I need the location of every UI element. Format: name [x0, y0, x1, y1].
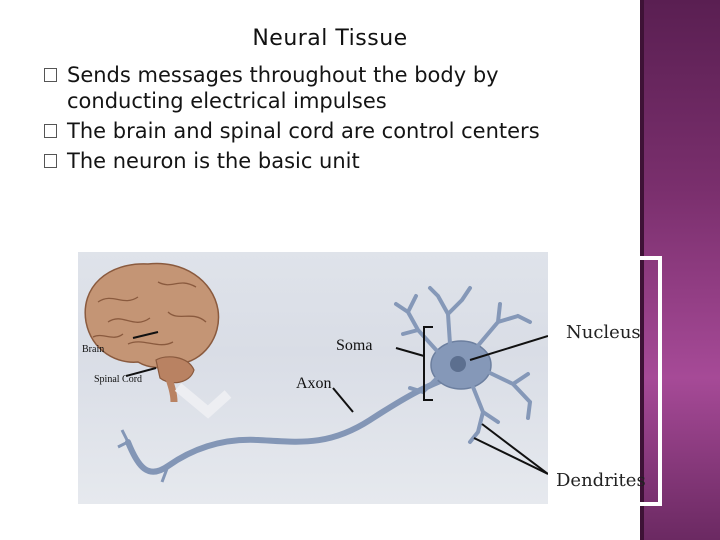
bullet-text: The brain and spinal cord are control ce…: [67, 119, 540, 143]
bullet-text-continued: conducting electrical impulses: [67, 89, 387, 113]
bullet-text: The neuron is the basic unit: [67, 149, 360, 173]
spinal-cord-label: Spinal Cord: [94, 374, 142, 385]
bullet-item: The neuron is the basic unit: [44, 148, 624, 174]
bullet-box-icon: [44, 124, 57, 138]
bullet-item: The brain and spinal cord are control ce…: [44, 118, 624, 144]
axon-path: [125, 367, 476, 475]
bullet-box-icon: [44, 154, 57, 168]
brain-illustration: [84, 262, 220, 403]
decorative-bracket: [622, 256, 662, 506]
bullet-list: Sends messages throughout the body by co…: [44, 62, 624, 178]
bullet-text: Sends messages throughout the body by: [67, 63, 499, 87]
bullet-item: Sends messages throughout the body by co…: [44, 62, 624, 114]
axon-label: Axon: [296, 375, 332, 392]
brain-label: Brain: [82, 344, 104, 355]
slide-title: Neural Tissue: [252, 26, 408, 51]
nucleus-label: Nucleus: [566, 322, 641, 343]
decorative-side-band: [640, 0, 720, 540]
soma-cell-body: [394, 286, 532, 444]
dendrites-label: Dendrites: [556, 470, 646, 491]
bullet-box-icon: [44, 68, 57, 82]
neuron-illustration: Brain Spinal Cord Soma Axon: [82, 262, 548, 483]
soma-label: Soma: [336, 337, 372, 354]
neural-tissue-figure: Brain Spinal Cord Soma Axon: [78, 252, 548, 504]
